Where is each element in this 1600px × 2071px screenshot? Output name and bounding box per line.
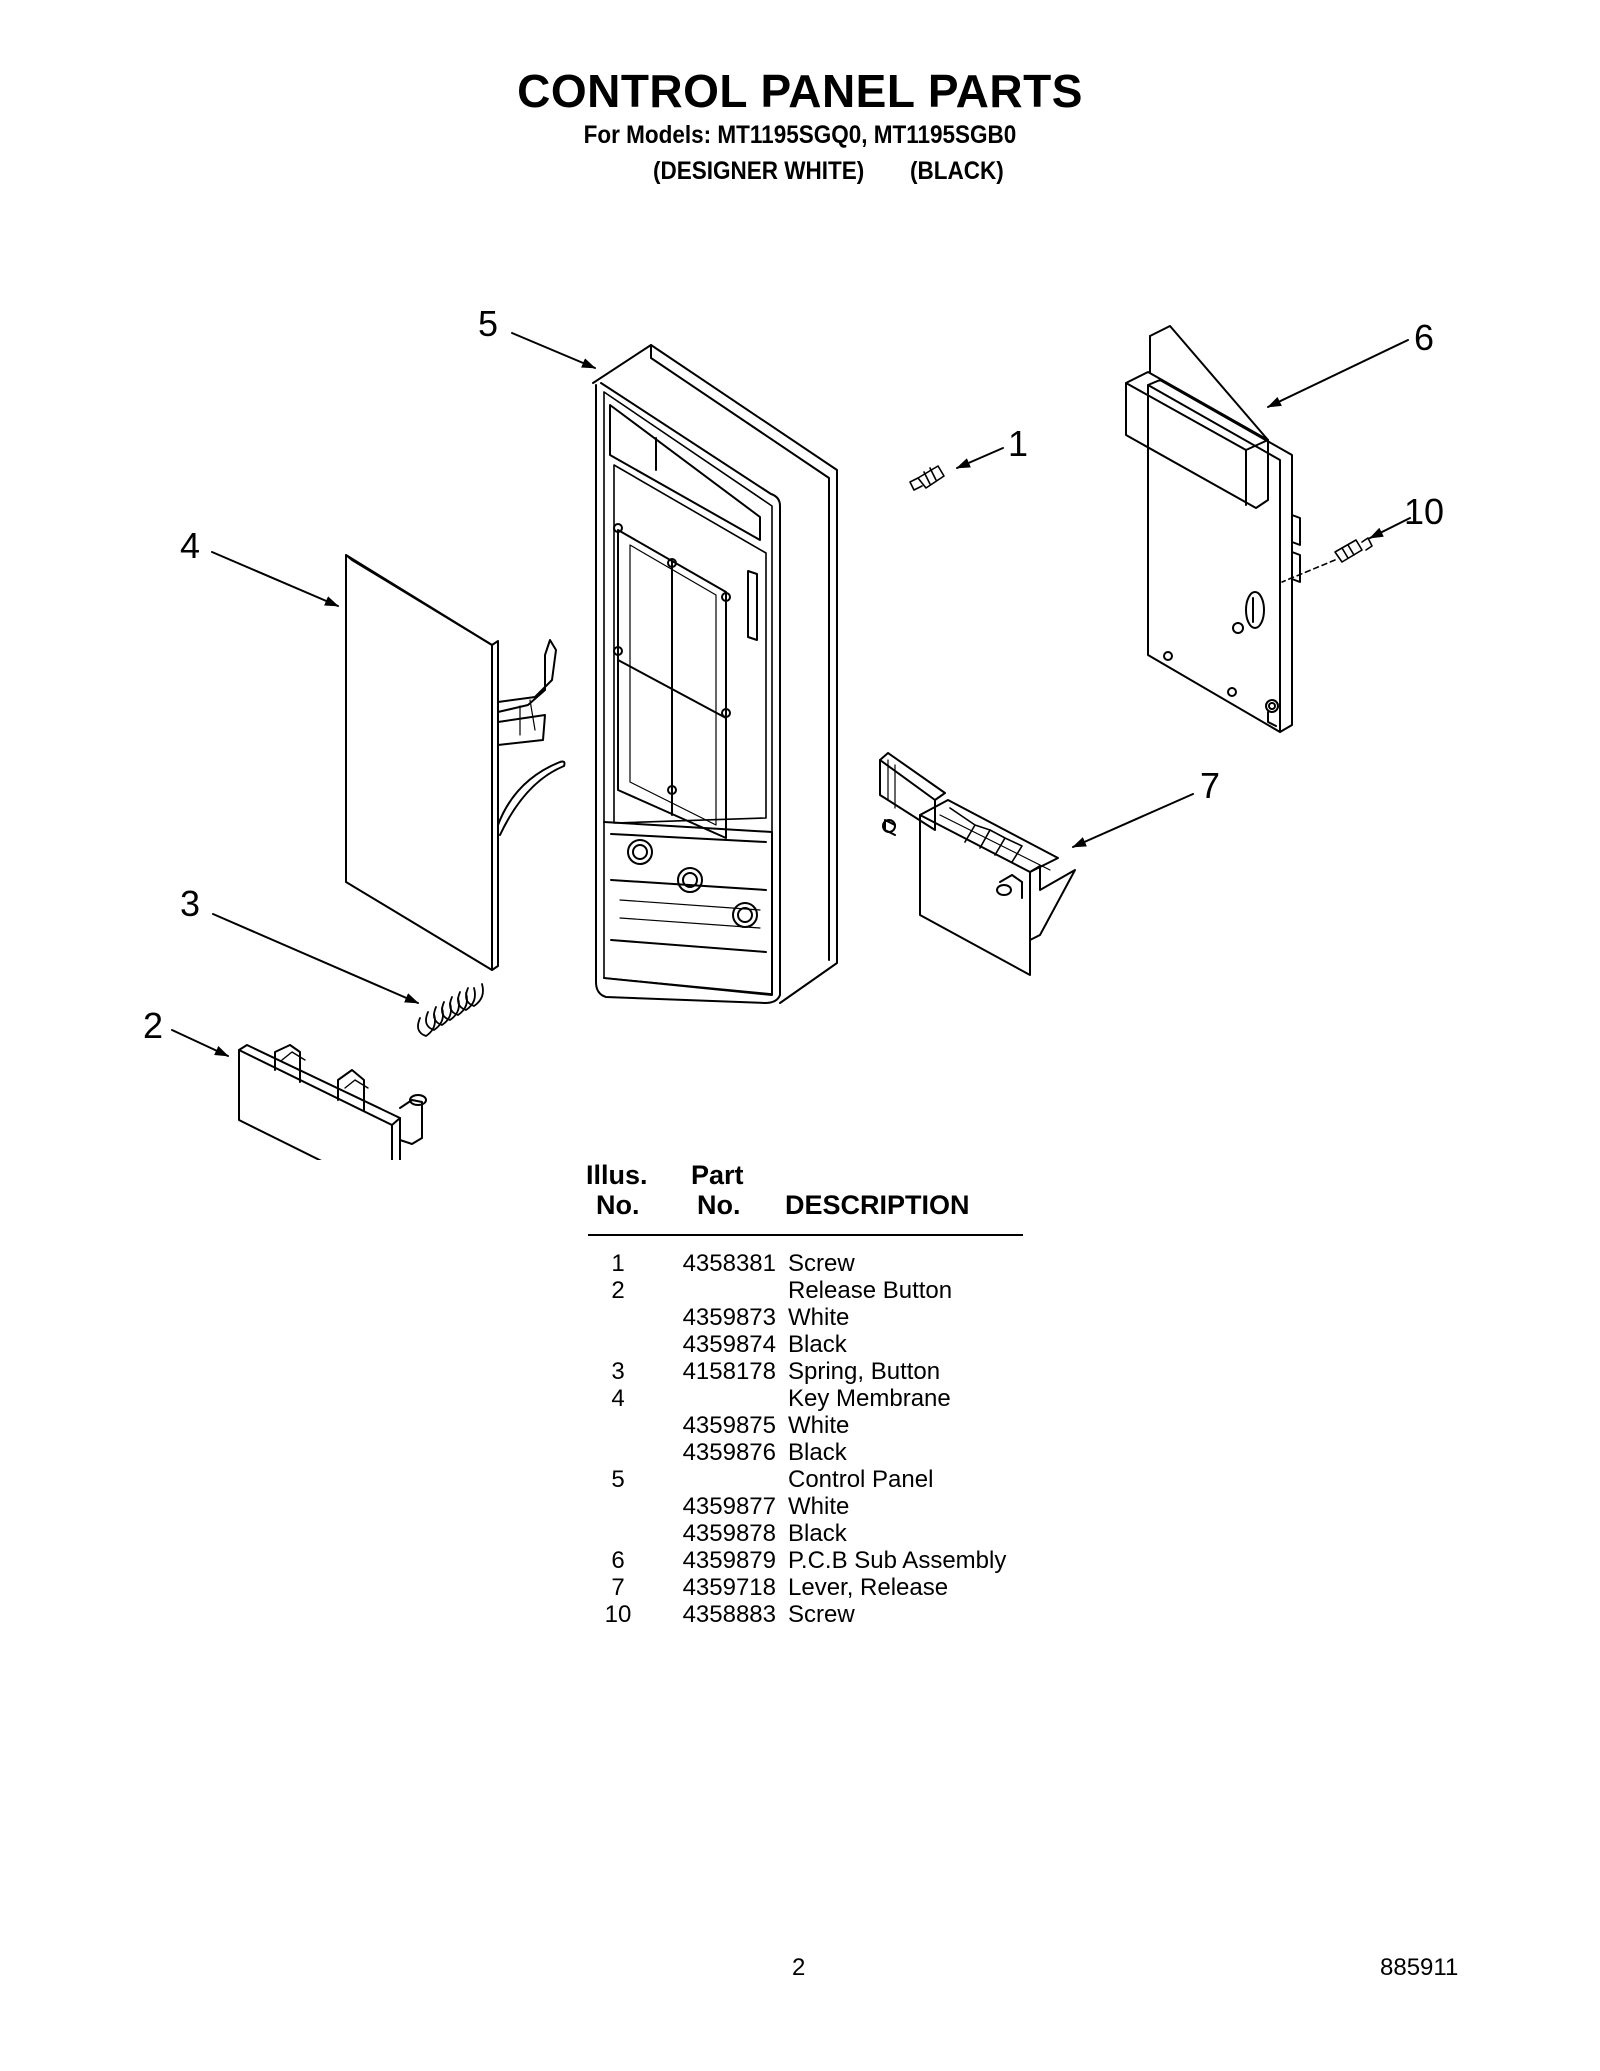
callout-4: 4 (180, 525, 201, 566)
header-part-line1: Part (691, 1160, 744, 1190)
callout-2: 2 (143, 1005, 164, 1046)
callout-5: 5 (478, 303, 499, 344)
callout-7: 7 (1200, 765, 1221, 806)
header-rule (588, 1234, 1023, 1236)
key-membrane-drawing (345, 554, 566, 971)
document-number: 885911 (1380, 1954, 1459, 1981)
page-number: 2 (792, 1954, 806, 1981)
callout-1: 1 (1008, 423, 1029, 464)
header-illus-line2: No. (596, 1190, 640, 1220)
header-part-line2: No. (697, 1190, 741, 1220)
callout-3: 3 (180, 883, 201, 924)
control-panel-drawing (592, 344, 838, 1004)
exploded-parts-diagram (171, 325, 1411, 1160)
finish-label-black: (BLACK) (910, 157, 1004, 185)
finish-label-white: (DESIGNER WHITE) (653, 157, 865, 185)
spring-drawing (417, 983, 484, 1037)
page-title: CONTROL PANEL PARTS (517, 65, 1083, 117)
callout-6: 6 (1414, 317, 1435, 358)
release-lever-drawing (879, 752, 1076, 976)
header-illus-line1: Illus. (586, 1160, 648, 1190)
pcb-assembly-drawing (1125, 325, 1301, 733)
callout-10: 10 (1404, 491, 1445, 532)
leader-lines (171, 332, 1411, 1057)
screw-1-drawing (909, 465, 945, 491)
release-button-drawing (238, 1044, 427, 1160)
header-description: DESCRIPTION (785, 1190, 970, 1220)
screw-10-drawing (1281, 537, 1373, 583)
models-line: For Models: MT1195SGQ0, MT1195SGB0 (583, 121, 1017, 149)
